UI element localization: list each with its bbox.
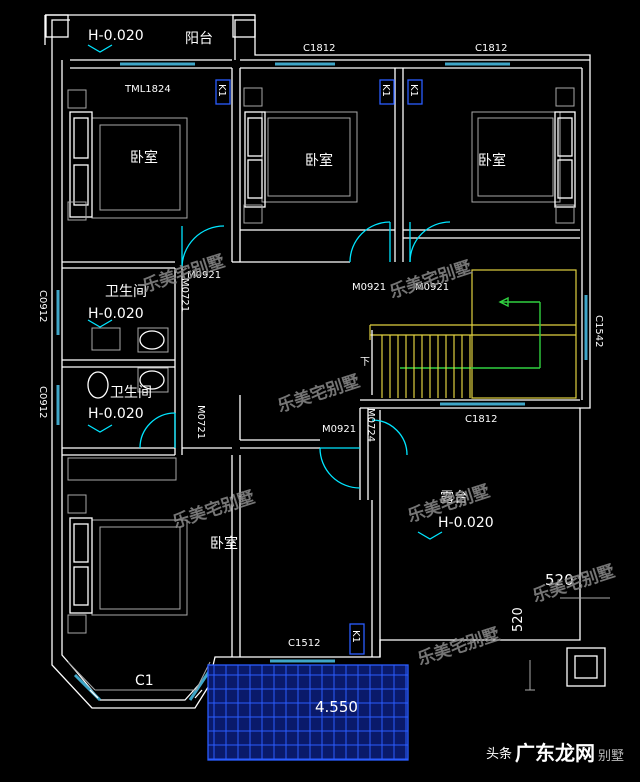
- stairs: [369, 269, 577, 399]
- room-bathroom-1: 卫生间: [105, 284, 147, 300]
- dimension-lines: [525, 597, 610, 691]
- room-bedroom-2: 卧室: [305, 152, 333, 169]
- door-bath-1-side: M0721: [179, 278, 190, 312]
- watermark-6: 乐美宅别墅: [415, 624, 502, 670]
- tag-k1-c: K1: [408, 84, 419, 97]
- room-labels: 阳台 卧室 卧室 卧室 卧室 卫生间 卫生间 露台: [105, 31, 506, 552]
- level-balcony: H-0.020: [88, 28, 144, 44]
- level-bath-1: H-0.020: [88, 306, 144, 322]
- window-left-2: C0912: [37, 386, 48, 418]
- outer-walls: [44, 14, 606, 709]
- stair-down-label: 下: [360, 357, 370, 368]
- dimension-labels: 520 520: [511, 571, 574, 632]
- door-bath-1: M0921: [187, 270, 221, 281]
- window-bay: C1: [135, 673, 154, 689]
- watermark-7: 乐美宅别墅: [530, 561, 617, 607]
- footer-site: 广东龙网: [515, 741, 595, 765]
- footer-credit: 头条 广东龙网 别墅: [486, 741, 624, 765]
- window-stair: C1812: [465, 414, 497, 425]
- footer-brand: 别墅: [598, 749, 624, 764]
- door-bath-2-side: M0721: [195, 405, 206, 439]
- window-top-right: C1812: [475, 43, 507, 54]
- dim-terrace-width: 520: [545, 571, 574, 589]
- window-top-left: C1812: [303, 43, 335, 54]
- window-left-1: C0912: [37, 290, 48, 322]
- window-balcony-door: TML1824: [124, 84, 171, 95]
- watermarks: 乐美宅别墅 乐美宅别墅 乐美宅别墅 乐美宅别墅 乐美宅别墅 乐美宅别墅 乐美宅别…: [140, 251, 617, 670]
- level-roof-tile: 4.550: [315, 698, 358, 716]
- k1-labels: K1 K1 K1 K1: [216, 84, 419, 643]
- room-bedroom-3: 卧室: [478, 152, 506, 169]
- footer-source: 头条: [486, 746, 512, 762]
- bed-furniture: [67, 87, 576, 634]
- watermark-4: 乐美宅别墅: [170, 487, 257, 533]
- room-balcony: 阳台: [185, 31, 213, 47]
- level-labels: H-0.020 H-0.020 H-0.020 H-0.020 4.550: [88, 28, 494, 716]
- window-bottom: C1512: [288, 638, 320, 649]
- level-markers: [87, 44, 443, 540]
- door-labels: M0921 M0721 M0721 M0921 M0921 M0921 M072…: [179, 270, 449, 442]
- room-terrace: 露台: [440, 490, 468, 506]
- window-right: C1542: [593, 315, 604, 347]
- tag-k1-d: K1: [350, 630, 361, 643]
- room-bedroom-1: 卧室: [130, 149, 158, 166]
- door-swings: [139, 221, 451, 489]
- room-bathroom-2: 卫生间: [110, 385, 152, 401]
- dim-terrace-depth: 520: [511, 607, 526, 632]
- door-bedroom-2: M0921: [352, 282, 386, 293]
- tag-k1-a: K1: [216, 84, 227, 97]
- watermark-3: 乐美宅别墅: [275, 371, 362, 417]
- roof-tile-area: [207, 664, 409, 761]
- watermark-2: 乐美宅别墅: [387, 257, 474, 303]
- bathroom-fixtures: [87, 327, 169, 399]
- door-bedroom-3: M0921: [415, 282, 449, 293]
- door-terrace: M0921: [322, 424, 356, 435]
- tag-k1-b: K1: [380, 84, 391, 97]
- door-terrace-side: M0724: [365, 408, 376, 442]
- room-bedroom-4: 卧室: [210, 535, 238, 552]
- k1-tags: [215, 79, 423, 655]
- window-labels: C1812 C1812 C1812 C1512 C1 TML1824 C0912…: [37, 43, 604, 689]
- level-bath-2: H-0.020: [88, 406, 144, 422]
- level-terrace: H-0.020: [438, 515, 494, 531]
